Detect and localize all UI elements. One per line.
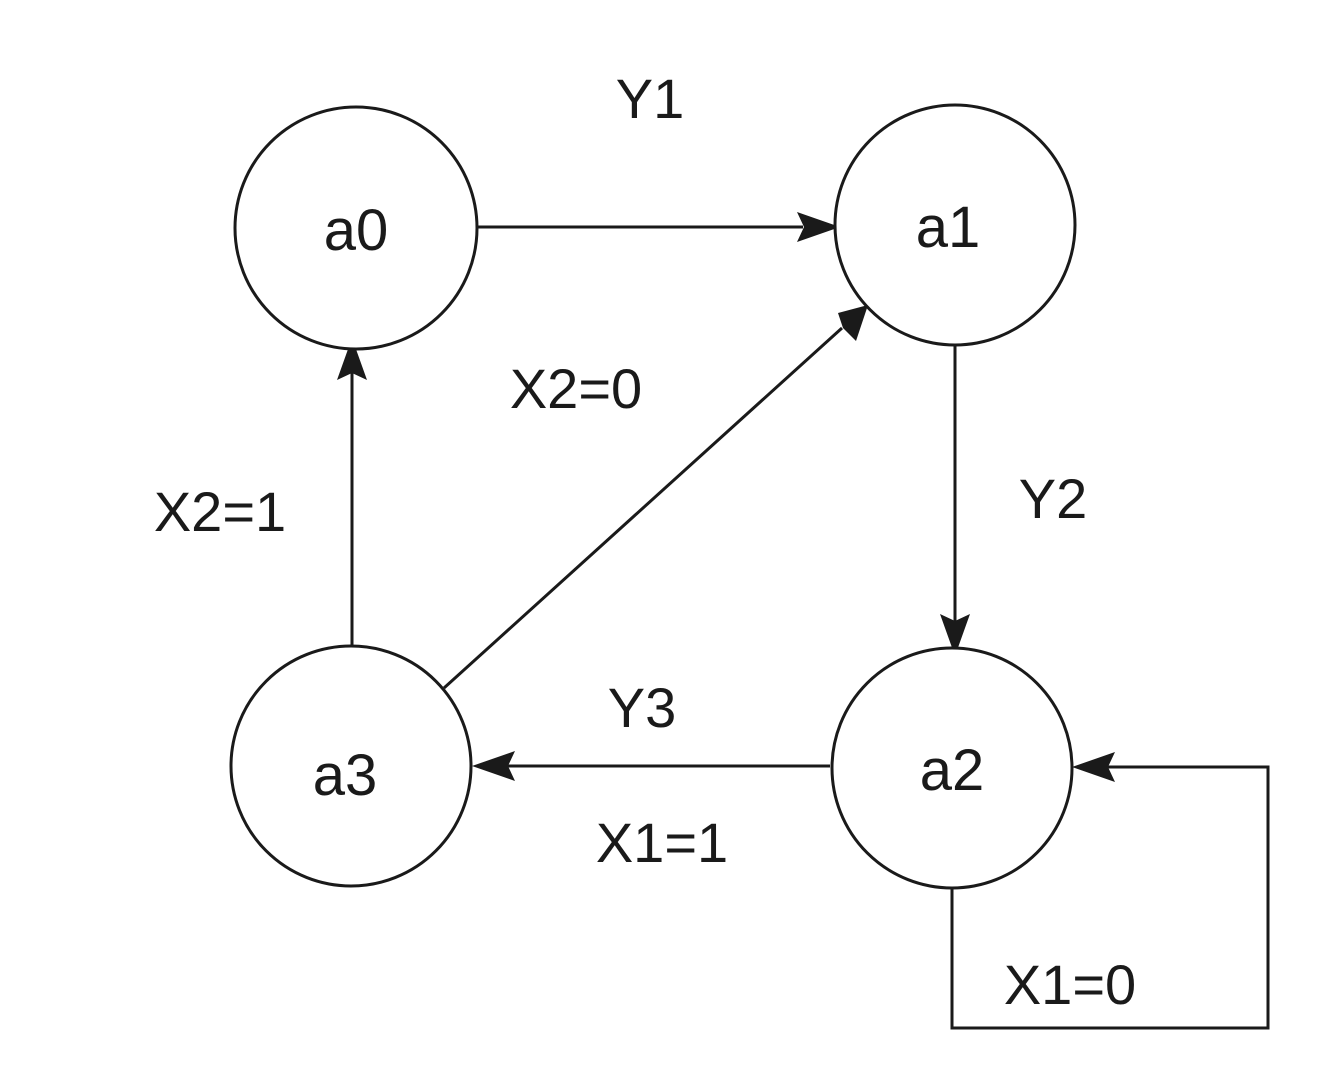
- edge-a2-a3: [472, 751, 830, 781]
- state-label: a2: [920, 738, 985, 803]
- edge-label-x2-1: X2=1: [154, 480, 286, 543]
- arrowhead-icon: [1072, 752, 1115, 782]
- edge-label-y3: Y3: [608, 676, 677, 739]
- state-a2: a2: [830, 646, 1074, 890]
- state-a0: a0: [233, 105, 479, 351]
- edge-a3-a1: [442, 305, 868, 690]
- state-a1: a1: [833, 103, 1077, 347]
- edge-a1-a2: [940, 342, 970, 656]
- state-label: a0: [324, 198, 389, 263]
- state-a3: a3: [229, 644, 473, 888]
- arrowhead-icon: [472, 751, 515, 781]
- state-label: a1: [916, 195, 981, 260]
- arrowhead-icon: [797, 212, 840, 242]
- state-circle: [833, 103, 1077, 347]
- edge-a2-self-loop: [950, 752, 1270, 1030]
- state-circle: [830, 646, 1074, 890]
- state-circle: [229, 644, 473, 888]
- arrowhead-icon: [337, 338, 367, 380]
- edge-label-y1: Y1: [616, 67, 685, 130]
- arrowhead-icon: [838, 305, 868, 341]
- arrowhead-icon: [940, 614, 970, 656]
- edge-a3-a0: [337, 338, 367, 654]
- edge-label-x1-0: X1=0: [1004, 953, 1136, 1016]
- edge-label-x1-1: X1=1: [596, 811, 728, 874]
- edge-a0-a1: [478, 212, 840, 242]
- edge-label-y2: Y2: [1019, 467, 1088, 530]
- state-circle: [233, 105, 479, 351]
- edge-label-x2-0: X2=0: [510, 357, 642, 420]
- state-label: a3: [313, 743, 378, 808]
